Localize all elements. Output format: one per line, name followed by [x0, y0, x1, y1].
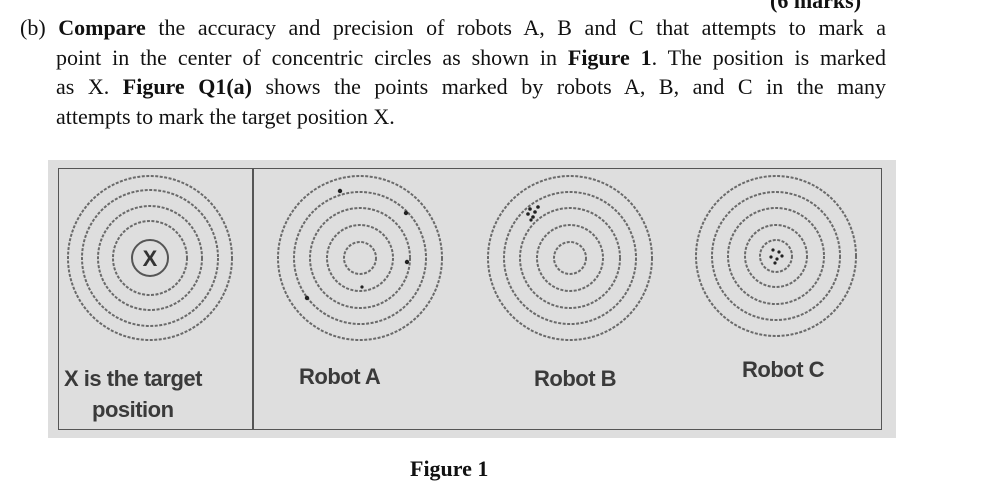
target-robot-b	[487, 175, 653, 341]
robot-b-marks	[526, 205, 540, 222]
figure-divider	[252, 168, 254, 430]
caption-target-line-1: X is the target	[64, 366, 202, 391]
figure-title: Figure 1	[410, 456, 489, 481]
question-line-4: attempts to mark the target position X.	[56, 103, 395, 129]
target-robot-a	[277, 175, 443, 341]
question-line-3: as X. Figure Q1(a) shows the points mark…	[20, 72, 886, 102]
robot-c-marks	[769, 248, 784, 265]
question-label: (b)	[20, 15, 46, 40]
caption-robot-a: Robot A	[299, 364, 381, 389]
figure-1-reference: Figure 1	[567, 44, 652, 70]
figure-frame	[58, 168, 882, 430]
target-reference	[67, 175, 233, 341]
question-line-2-text-b: . The position is marked	[651, 44, 886, 70]
figure-q1a-reference: Figure Q1(a)	[122, 74, 252, 99]
question-line-3-text-a: as X.	[56, 74, 123, 99]
caption-robot-c: Robot C	[742, 357, 825, 382]
keyword-compare: Compare	[58, 15, 146, 40]
target-robot-c	[695, 175, 857, 337]
caption-target-line-2: position	[92, 397, 174, 422]
question-text: (b) Compare the accuracy and precision o…	[20, 13, 886, 131]
question-line-1: (b) Compare the accuracy and precision o…	[20, 13, 886, 43]
target-x-marker: X	[143, 246, 158, 271]
robot-a-marks	[304, 188, 410, 301]
question-line-3-text-b: shows the points marked by robots A, B, …	[251, 74, 887, 99]
target-center-circle	[131, 239, 169, 277]
question-line-2: point in the center of concentric circle…	[20, 43, 886, 73]
question-line-1-text: the accuracy and precision of robots A, …	[145, 15, 887, 40]
caption-robot-b: Robot B	[534, 366, 617, 391]
marks-header-fragment: (6 marks)	[770, 0, 862, 13]
question-line-2-text-a: point in the center of concentric circle…	[56, 44, 568, 70]
